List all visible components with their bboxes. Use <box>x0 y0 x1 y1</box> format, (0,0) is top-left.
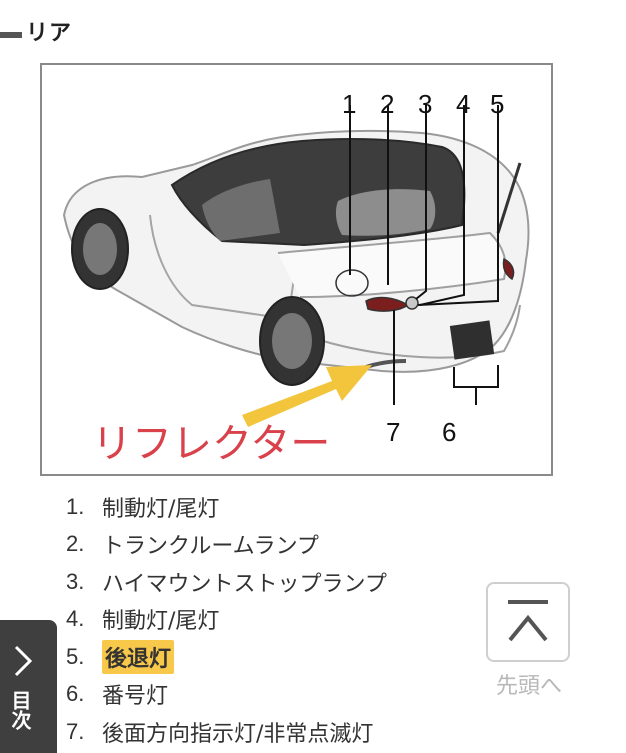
callout-6: 6 <box>442 417 456 447</box>
reflector-annotation: リフレクター <box>92 421 330 467</box>
chevron-right-icon <box>14 645 33 677</box>
legend-label: 後面方向指示灯/非常点滅灯 <box>102 721 374 747</box>
rear-lights-figure: 1 2 3 4 5 6 7 リフレクター <box>40 63 553 476</box>
legend-label-highlighted: 後退灯 <box>102 639 175 674</box>
section-heading: リア <box>0 14 72 48</box>
legend-item: 2. トランクルームランプ <box>66 526 486 564</box>
legend-number: 1. <box>66 493 85 519</box>
reflector-arrow <box>242 365 372 427</box>
legend-number: 3. <box>66 568 85 594</box>
legend-item: 6. 番号灯 <box>66 676 486 714</box>
side-window <box>202 179 280 241</box>
legend-item: 4. 制動灯/尾灯 <box>66 601 486 639</box>
toc-tab[interactable]: 目次 <box>0 620 57 753</box>
rear-window <box>335 189 436 236</box>
legend-label: 番号灯 <box>102 684 169 710</box>
car-rear-illustration: 1 2 3 4 5 6 7 リフレクター <box>62 89 530 467</box>
callout-2: 2 <box>380 89 394 119</box>
license-plate <box>449 320 495 360</box>
callout-5: 5 <box>490 89 504 119</box>
legend-number: 4. <box>66 606 85 632</box>
legend-label: トランクルームランプ <box>102 534 319 560</box>
toc-label: 目次 <box>8 690 32 730</box>
legend-item: 1. 制動灯/尾灯 <box>66 488 486 526</box>
section-title: リア <box>26 21 73 46</box>
back-to-top-button[interactable] <box>486 582 570 662</box>
legend-label: ハイマウントストップランプ <box>102 571 387 597</box>
legend-item: 7. 後面方向指示灯/非常点滅灯 <box>66 713 486 751</box>
legend-label: 制動灯/尾灯 <box>102 496 220 522</box>
right-tail-lamp <box>502 257 515 281</box>
legend-item: 3. ハイマウントストップランプ <box>66 563 486 601</box>
arrow-up-icon <box>508 600 548 642</box>
callout-3: 3 <box>418 89 432 119</box>
legend-number: 7. <box>66 718 85 744</box>
legend-number: 5. <box>66 643 85 669</box>
back-to-top-label: 先頭へ <box>495 674 562 699</box>
callout-1: 1 <box>342 89 356 119</box>
legend-list: 1. 制動灯/尾灯 2. トランクルームランプ 3. ハイマウントストップランプ… <box>66 488 486 751</box>
legend-item: 5. 後退灯 <box>66 638 486 676</box>
callout-4: 4 <box>456 89 470 119</box>
legend-label: 制動灯/尾灯 <box>102 609 220 635</box>
heading-bar <box>0 32 22 38</box>
callout-7: 7 <box>386 417 400 447</box>
legend-number: 6. <box>66 681 85 707</box>
legend-number: 2. <box>66 531 85 557</box>
